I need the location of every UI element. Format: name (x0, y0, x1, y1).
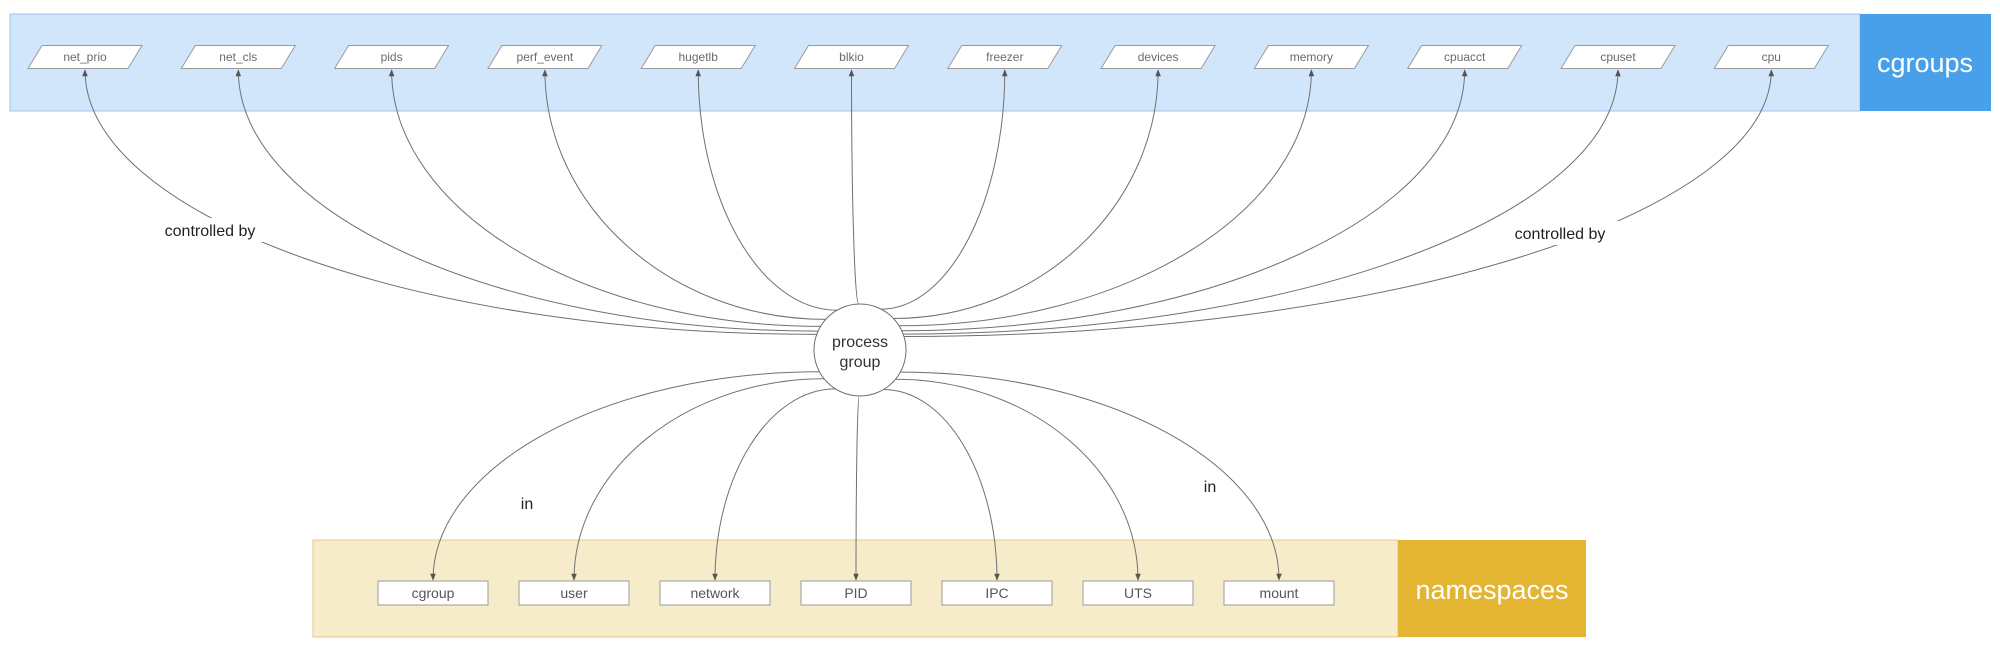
namespace-label: mount (1260, 585, 1299, 601)
namespace-box (518, 580, 630, 606)
namespace-box (941, 580, 1053, 606)
namespace-label: cgroup (412, 585, 455, 601)
namespace-label: PID (844, 585, 867, 601)
namespace-ipc: IPC (941, 580, 1053, 606)
edge-to-net-cls (235, 69, 819, 332)
namespace-box (377, 580, 489, 606)
controller-shape (1100, 45, 1216, 69)
controller-label: pids (381, 50, 403, 64)
controller-label: hugetlb (679, 50, 719, 64)
controller-label: freezer (986, 50, 1023, 64)
controller-shape (793, 45, 910, 69)
namespace-box (800, 580, 912, 606)
namespace-label: network (690, 585, 740, 601)
edge-label-in-left: in (521, 496, 533, 513)
edge-to-cgroup (430, 371, 820, 581)
namespace-box (659, 580, 771, 606)
edge-labels: controlled by controlled by in in (152, 218, 1618, 516)
edge-to-freezer (881, 69, 1008, 310)
cgroups-section: cgroups net_prio net_cls pids perf_event hug… (9, 13, 1991, 112)
edge-to-ipc (883, 389, 1000, 581)
process-group-circle (813, 303, 907, 397)
cgroup-controller-net-cls: net_cls (180, 45, 297, 69)
controller-label: cpu (1762, 50, 1781, 64)
cgroup-controller-memory: memory (1253, 45, 1370, 69)
namespace-types: cgroup user network PID IPC UTS mount (377, 580, 1335, 606)
edge-label-controlled-by-right: controlled by (1515, 226, 1606, 243)
namespace-label: IPC (985, 585, 1008, 601)
namespace-pid: PID (800, 580, 912, 606)
namespace-uts: UTS (1082, 580, 1194, 606)
cgroup-controller-blkio: blkio (793, 45, 910, 69)
cgroup-controller-cpu: cpu (1713, 45, 1830, 69)
cgroup-controller-hugetlb: hugetlb (640, 45, 757, 69)
edge-to-memory (899, 69, 1315, 327)
edge-to-uts (895, 378, 1141, 581)
controller-label: devices (1138, 50, 1179, 64)
edge-to-mount (900, 371, 1282, 581)
cgroup-controller-cpuacct: cpuacct (1406, 45, 1523, 69)
namespace-label: user (560, 585, 588, 601)
controller-shape (1713, 45, 1830, 69)
namespace-label: UTS (1124, 585, 1152, 601)
cgroup-controller-net-prio: net_prio (27, 45, 143, 69)
cgroup-controller-devices: devices (1100, 45, 1216, 69)
controller-shape (1406, 45, 1523, 69)
process-group-label-line1: process (832, 334, 888, 351)
namespaces-title: namespaces (1415, 575, 1568, 605)
edge-to-blkio (848, 69, 860, 305)
edge-to-user (571, 378, 825, 581)
cgroups-band (9, 13, 1861, 112)
edge-to-net-prio (82, 69, 817, 335)
controller-label: memory (1290, 50, 1333, 64)
edges (82, 69, 1775, 581)
namespace-mount: mount (1223, 580, 1335, 606)
edge-to-devices (893, 69, 1161, 319)
cgroups-title: cgroups (1877, 48, 1973, 78)
controller-shape (180, 45, 297, 69)
controller-label: cpuacct (1444, 50, 1486, 64)
namespace-network: network (659, 580, 771, 606)
edge-to-cpuset (903, 69, 1621, 335)
controller-shape (27, 45, 143, 69)
edge-to-hugetlb (695, 69, 838, 311)
controller-label: net_prio (63, 50, 107, 64)
edge-to-pid (853, 395, 860, 581)
cgroup-controller-cpuset: cpuset (1560, 45, 1676, 69)
process-group-node: process group (813, 303, 907, 397)
controller-label: blkio (839, 50, 864, 64)
namespaces-section: namespaces cgroup user network PID IPC UTS mou… (312, 539, 1586, 638)
controller-shape (946, 45, 1063, 69)
cgroup-controller-pids: pids (333, 45, 450, 69)
process-group-label-line2: group (840, 354, 881, 371)
cgroup-controller-freezer: freezer (946, 45, 1063, 69)
namespaces-title-box (1398, 540, 1586, 637)
namespace-cgroup: cgroup (377, 580, 489, 606)
edge-to-cpuacct (901, 69, 1468, 332)
edge-to-network (712, 388, 836, 581)
namespace-box (1082, 580, 1194, 606)
controller-shape (1560, 45, 1676, 69)
cgroups-title-box (1860, 14, 1991, 111)
namespace-box (1223, 580, 1335, 606)
cgroup-controllers: net_prio net_cls pids perf_event hugetlb blki… (27, 45, 1830, 69)
cgroup-controller-perf-event: perf_event (487, 45, 603, 69)
edge-to-pids (388, 69, 821, 327)
controller-label: cpuset (1600, 50, 1636, 64)
controller-shape (487, 45, 603, 69)
controller-shape (333, 45, 450, 69)
controller-shape (640, 45, 757, 69)
edge-to-cpu (903, 69, 1775, 337)
controller-label: net_cls (219, 50, 257, 64)
edge-label-controlled-by-left: controlled by (165, 223, 256, 240)
namespace-user: user (518, 580, 630, 606)
edge-label-in-right: in (1204, 479, 1216, 496)
controller-label: perf_event (517, 50, 574, 64)
controller-shape (1253, 45, 1370, 69)
edge-to-perf-event (542, 69, 826, 320)
